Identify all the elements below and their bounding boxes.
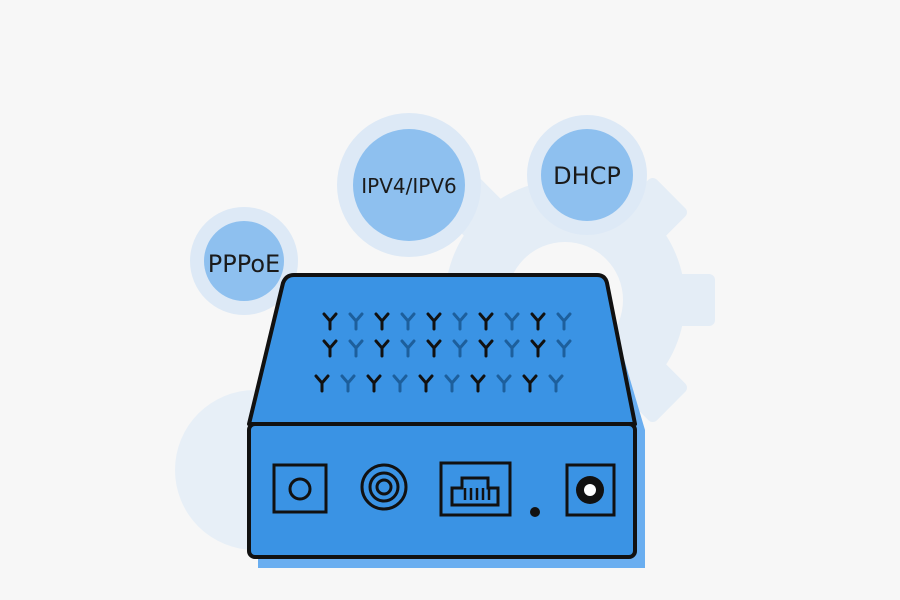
led-icon (530, 507, 540, 517)
vent-y-icon (348, 339, 364, 358)
coax-port-icon (360, 463, 408, 511)
bubble-pppoe: PPPoE (190, 207, 298, 315)
vent-y-icon (556, 339, 572, 358)
vent-y-icon (322, 339, 338, 358)
vent-grid (314, 312, 572, 393)
bubble-ipv4-ipv6: IPV4/IPV6 (337, 113, 481, 257)
square-button-icon (272, 463, 328, 514)
vent-y-icon (418, 374, 434, 393)
vent-y-icon (530, 339, 546, 358)
vent-y-icon (426, 339, 442, 358)
vent-y-icon (374, 312, 390, 331)
vent-y-icon (426, 312, 442, 331)
vent-y-icon (348, 312, 364, 331)
vent-y-icon (452, 339, 468, 358)
vent-y-icon (366, 374, 382, 393)
vent-y-icon (452, 312, 468, 331)
vent-y-icon (322, 312, 338, 331)
vent-y-icon (478, 312, 494, 331)
vent-y-icon (400, 339, 416, 358)
dhcp-label: DHCP (553, 162, 621, 190)
vent-y-icon (496, 374, 512, 393)
vent-y-icon (504, 339, 520, 358)
vent-y-icon (548, 374, 564, 393)
vent-y-icon (478, 339, 494, 358)
vent-y-icon (340, 374, 356, 393)
ethernet-port-icon (439, 461, 512, 517)
vent-y-icon (392, 374, 408, 393)
power-jack-icon (565, 463, 616, 517)
vent-y-icon (530, 312, 546, 331)
vent-y-icon (504, 312, 520, 331)
vent-y-icon (470, 374, 486, 393)
router-device (247, 273, 645, 568)
pppoe-label: PPPoE (208, 250, 280, 278)
vent-y-icon (314, 374, 330, 393)
router-top (247, 273, 637, 426)
vent-y-icon (444, 374, 460, 393)
vent-y-icon (522, 374, 538, 393)
vent-y-icon (556, 312, 572, 331)
vent-y-icon (374, 339, 390, 358)
vent-y-icon (400, 312, 416, 331)
bubble-dhcp: DHCP (527, 115, 647, 235)
ipv4-ipv6-label: IPV4/IPV6 (361, 174, 456, 198)
